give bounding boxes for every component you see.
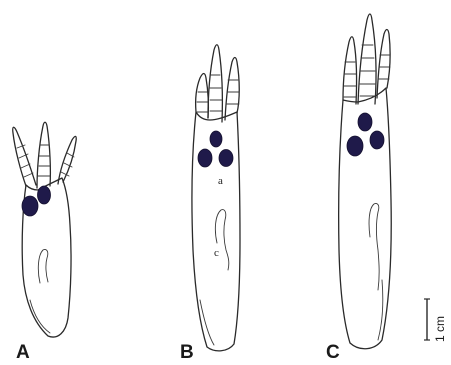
- footprint-a-pad-1: [22, 196, 38, 216]
- footprint-a-toe-left-rings: [17, 145, 33, 177]
- footprint-c-heel-line: [378, 280, 383, 340]
- footprint-b-heel-mark: [215, 210, 228, 270]
- footprint-b-toe-middle: [208, 45, 222, 122]
- annotation-a: a: [218, 175, 223, 187]
- panel-label-a: A: [16, 342, 30, 363]
- footprint-a: [13, 122, 77, 337]
- footprint-a-pad-2: [38, 186, 51, 204]
- panel-label-c: C: [326, 342, 340, 363]
- footprint-a-toe-middle: [37, 122, 50, 188]
- footprint-c-heel-mark: [369, 203, 379, 290]
- scale-bar: 1 cm: [424, 299, 447, 342]
- footprint-c-pad-3: [370, 131, 384, 149]
- footprint-b-outline: [192, 112, 240, 351]
- footprint-b-pad-1: [210, 131, 222, 147]
- footprint-a-heel-mark: [38, 249, 48, 283]
- footprint-c: [339, 14, 392, 349]
- footprint-a-toe-right: [58, 136, 76, 184]
- annotation-c: c: [214, 247, 219, 259]
- footprint-c-toe-middle: [358, 14, 376, 104]
- footprint-b-heel-line: [200, 300, 214, 345]
- footprint-b-pad-2: [198, 149, 212, 167]
- footprint-b-toe-middle-rings: [210, 75, 222, 111]
- footprint-c-pad-1: [358, 113, 372, 131]
- footprint-c-pad-2: [347, 136, 363, 156]
- footprint-b-toe-left: [196, 74, 209, 119]
- footprint-c-toe-left-rings: [344, 62, 356, 97]
- footprint-c-toe-right: [377, 30, 390, 99]
- footprint-b-toe-right: [225, 58, 239, 121]
- footprint-b-toe-left-rings: [197, 92, 208, 112]
- footprint-b-pad-3: [219, 150, 233, 167]
- scale-bar-label: 1 cm: [433, 316, 447, 342]
- panel-label-b: B: [180, 342, 194, 363]
- footprint-c-toe-left: [343, 37, 357, 104]
- footprint-b: a c: [192, 45, 240, 351]
